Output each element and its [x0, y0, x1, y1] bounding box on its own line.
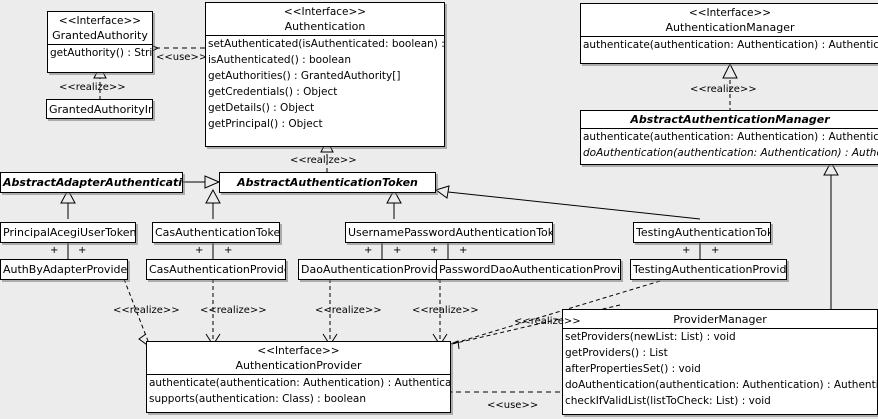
class-name: CasAuthenticationToken — [155, 226, 280, 239]
class-name: TestingAuthenticationToken — [636, 226, 770, 239]
relationship-label-realize-abstract-authentication-manager: <<realize>> — [690, 84, 757, 95]
members-compartment: authenticate(authentication: Authenticat… — [147, 375, 450, 407]
class-member: setAuthenticated(isAuthenticated: boolea… — [208, 38, 445, 50]
class-name: PrincipalAcegiUserToken — [3, 226, 136, 239]
class-name: AbstractAdapterAuthenticationToken — [3, 176, 183, 189]
relationship-label-realize-auth-by-adapter: <<realize>> — [113, 305, 180, 316]
class-header: <<Interface>> Authentication — [206, 3, 444, 35]
class-member: getAuthority() : String — [50, 47, 153, 59]
class-header: <<Interface>> AuthenticationManager — [581, 4, 878, 36]
class-box-cas-authentication-token[interactable]: CasAuthenticationToken — [152, 222, 280, 243]
relationship-label-realize-cas: <<realize>> — [200, 305, 267, 316]
members-compartment: authenticate(authentication: Authenticat… — [581, 37, 878, 53]
multiplicity-marker: + — [195, 245, 204, 256]
multiplicity-marker: + — [224, 245, 233, 256]
class-box-dao-authentication-provider[interactable]: DaoAuthenticationProvider — [298, 259, 438, 280]
class-header: <<Interface>> AuthenticationProvider — [147, 342, 450, 374]
members-compartment: setProviders(newList: List) : void getPr… — [563, 329, 877, 409]
class-box-username-password-authentication-token[interactable]: UsernamePasswordAuthenticationToken — [345, 222, 553, 243]
class-member: isAuthenticated() : boolean — [208, 54, 351, 66]
relationship-label-realize-password-dao: <<realize>> — [412, 305, 479, 316]
class-member: supports(authentication: Class) : boolea… — [149, 393, 366, 405]
class-box-testing-authentication-provider[interactable]: TestingAuthenticationProvider — [630, 259, 787, 280]
class-box-abstract-adapter-authentication-token[interactable]: AbstractAdapterAuthenticationToken — [0, 172, 183, 193]
class-header: ProviderManager — [563, 310, 877, 328]
relationship-label-realize-dao: <<realize>> — [315, 305, 382, 316]
relationship-label-realize-provider-manager: <<realize>> — [514, 316, 581, 327]
members-compartment: getAuthority() : String — [48, 45, 152, 61]
stereotype-label: <<Interface>> — [257, 345, 340, 357]
multiplicity-marker: + — [459, 245, 468, 256]
relationship-label-realize-abstract-authentication-token: <<realize>> — [290, 155, 357, 166]
compartment-divider — [581, 128, 878, 129]
multiplicity-marker: + — [682, 245, 691, 256]
class-name: CasAuthenticationProvider — [149, 263, 286, 276]
class-member: getProviders() : List — [565, 347, 668, 359]
class-box-granted-authority-impl[interactable]: GrantedAuthorityImpl — [46, 99, 153, 119]
multiplicity-marker: + — [711, 245, 720, 256]
class-box-testing-authentication-token[interactable]: TestingAuthenticationToken — [633, 222, 771, 243]
class-name: ProviderManager — [673, 313, 767, 326]
class-name: GrantedAuthorityImpl — [49, 103, 152, 116]
class-box-authentication-provider[interactable]: <<Interface>> AuthenticationProvider aut… — [146, 341, 451, 413]
class-name: AbstractAuthenticationManager — [630, 113, 830, 126]
class-box-auth-by-adapter-provider[interactable]: AuthByAdapterProvider — [0, 259, 128, 280]
class-box-cas-authentication-provider[interactable]: CasAuthenticationProvider — [146, 259, 286, 280]
class-box-provider-manager[interactable]: ProviderManager setProviders(newList: Li… — [562, 309, 878, 415]
class-member: getCredentials() : Object — [208, 86, 338, 98]
members-compartment: authenticate(authentication: Authenticat… — [581, 129, 878, 161]
relationship-label-realize-granted-authority-impl: <<realize>> — [59, 82, 126, 93]
class-box-abstract-authentication-token[interactable]: AbstractAuthenticationToken — [219, 172, 436, 193]
class-member: authenticate(authentication: Authenticat… — [583, 131, 878, 143]
class-member: getPrincipal() : Object — [208, 118, 323, 130]
class-box-authentication[interactable]: <<Interface>> Authentication setAuthenti… — [205, 2, 445, 147]
class-name: AuthenticationProvider — [235, 359, 362, 372]
class-box-abstract-authentication-manager[interactable]: AbstractAuthenticationManager authentica… — [580, 110, 878, 165]
class-member: checkIfValidList(listToCheck: List) : vo… — [565, 395, 771, 407]
compartment-divider — [563, 328, 877, 329]
class-box-granted-authority[interactable]: <<Interface>> GrantedAuthority getAuthor… — [47, 11, 153, 73]
multiplicity-marker: + — [393, 245, 402, 256]
relationship-label-use-provider-manager: <<use>> — [487, 400, 539, 411]
class-member: authenticate(authentication: Authenticat… — [583, 39, 878, 51]
class-member: doAuthentication(authentication: Authent… — [583, 147, 878, 159]
multiplicity-marker: + — [78, 245, 87, 256]
class-name: Authentication — [284, 20, 366, 33]
class-header: <<Interface>> GrantedAuthority — [48, 12, 152, 44]
class-name: PasswordDaoAuthenticationProvider — [439, 263, 621, 276]
class-name: TestingAuthenticationProvider — [633, 263, 787, 276]
multiplicity-marker: + — [364, 245, 373, 256]
class-box-principal-acegi-user-token[interactable]: PrincipalAcegiUserToken — [0, 222, 136, 243]
class-member: getDetails() : Object — [208, 102, 315, 114]
class-name: UsernamePasswordAuthenticationToken — [348, 226, 553, 239]
class-member: afterPropertiesSet() : void — [565, 363, 701, 375]
class-name: AuthenticationManager — [665, 21, 795, 34]
stereotype-label: <<Interface>> — [58, 15, 142, 27]
multiplicity-marker: + — [430, 245, 439, 256]
class-header: AbstractAuthenticationManager — [581, 111, 878, 128]
class-name: AuthByAdapterProvider — [3, 263, 128, 276]
class-member: getAuthorities() : GrantedAuthority[] — [208, 70, 401, 82]
class-box-password-dao-authentication-provider[interactable]: PasswordDaoAuthenticationProvider — [436, 259, 621, 280]
class-name: AbstractAuthenticationToken — [237, 176, 418, 189]
relationship-label-use-granted-authority: <<use>> — [156, 52, 208, 63]
compartment-divider — [206, 35, 444, 36]
class-name: GrantedAuthority — [52, 29, 148, 42]
stereotype-label: <<Interface>> — [283, 6, 367, 18]
compartment-divider — [147, 374, 450, 375]
compartment-divider — [48, 44, 152, 45]
multiplicity-marker: + — [50, 245, 59, 256]
compartment-divider — [581, 36, 878, 37]
stereotype-label: <<Interface>> — [688, 7, 772, 19]
class-name: DaoAuthenticationProvider — [301, 263, 438, 276]
class-member: setProviders(newList: List) : void — [565, 331, 736, 343]
members-compartment: setAuthenticated(isAuthenticated: boolea… — [206, 36, 444, 132]
class-member: authenticate(authentication: Authenticat… — [149, 377, 451, 389]
class-box-authentication-manager[interactable]: <<Interface>> AuthenticationManager auth… — [580, 3, 878, 64]
class-member: doAuthentication(authentication: Authent… — [565, 379, 878, 391]
